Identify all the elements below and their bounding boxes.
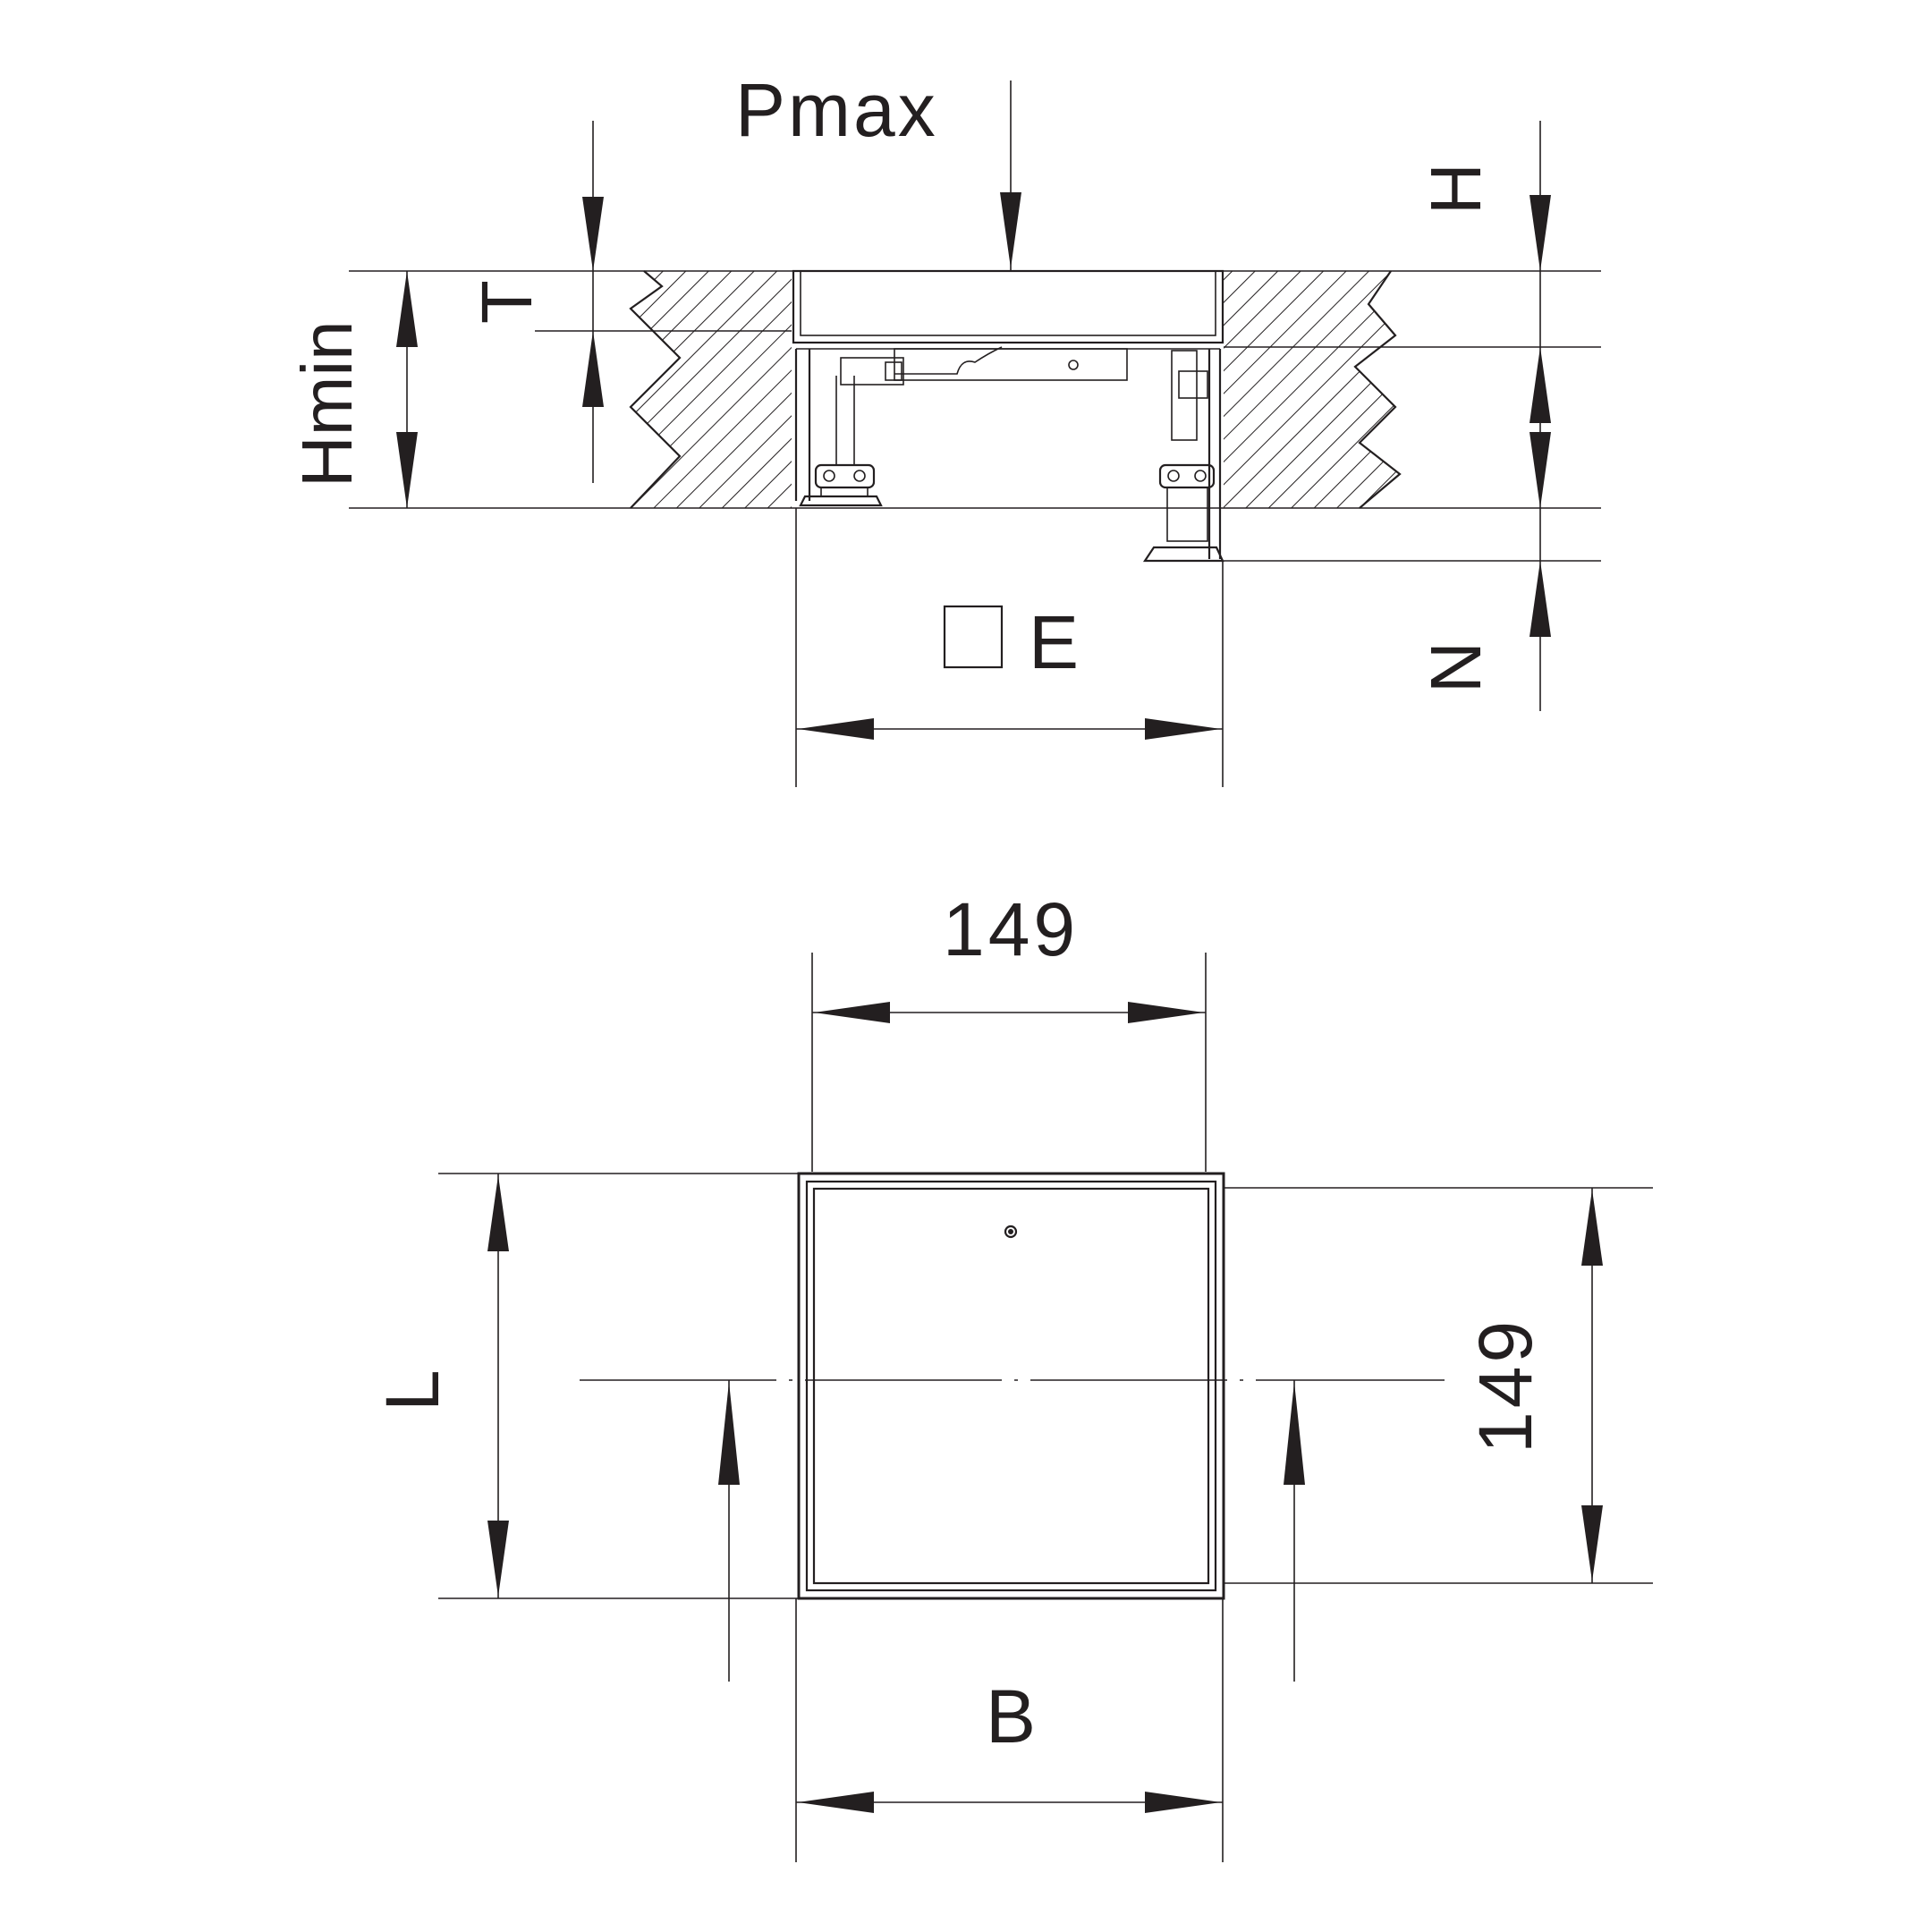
section-view: Pmax T Hmin H N E <box>287 68 1601 787</box>
label-height-149: 149 <box>1463 1318 1547 1453</box>
label-l: L <box>370 1369 454 1411</box>
floor-box <box>792 269 1224 563</box>
right-floor-section <box>1224 271 1400 508</box>
label-e: E <box>1029 600 1079 684</box>
square-symbol-icon <box>943 605 1004 669</box>
label-hmin: Hmin <box>287 320 367 487</box>
label-pmax: Pmax <box>735 68 938 152</box>
label-h: H <box>1416 163 1496 215</box>
label-b: B <box>986 1674 1036 1758</box>
screw-hole-icon <box>1004 1224 1018 1239</box>
label-n: N <box>1416 641 1496 693</box>
cover-frame <box>797 1172 1225 1600</box>
left-floor-section <box>631 271 792 508</box>
plan-view: 149 L 149 B <box>370 887 1653 1862</box>
label-width-149: 149 <box>943 887 1079 971</box>
label-t: T <box>467 280 547 324</box>
